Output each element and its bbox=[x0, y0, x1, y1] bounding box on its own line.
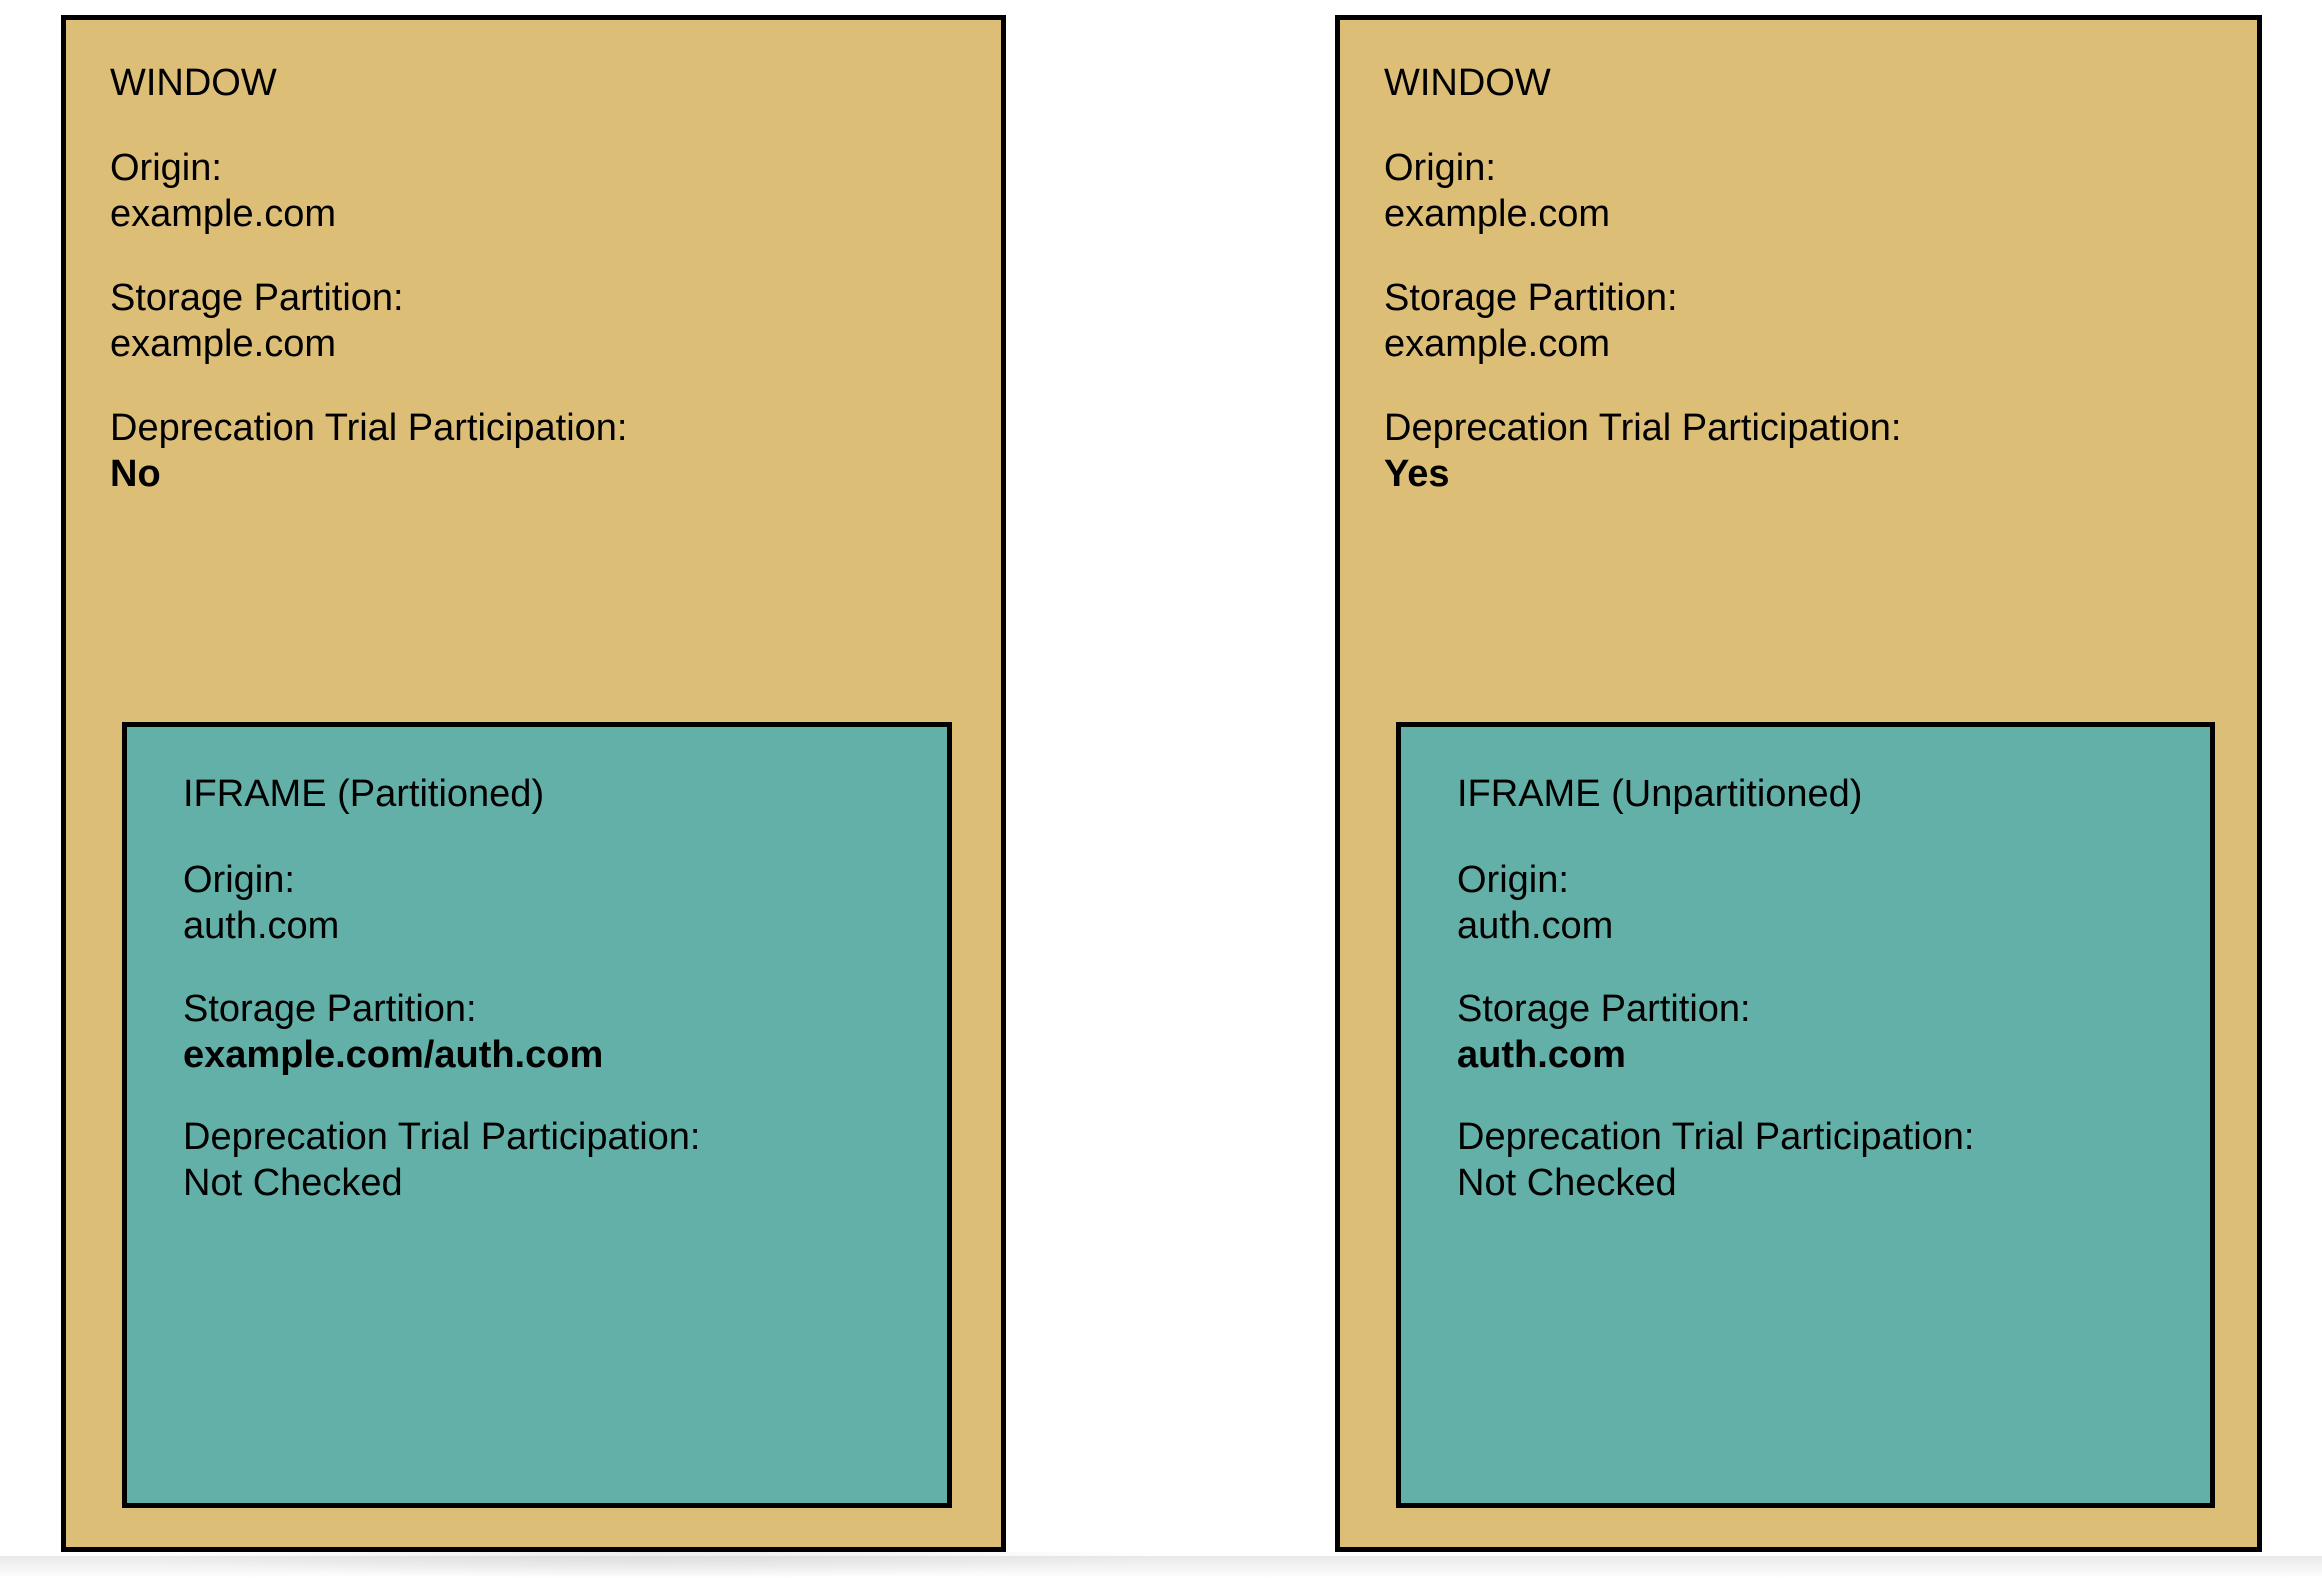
iframe-field-storage-partition-label: Storage Partition: bbox=[183, 988, 477, 1030]
window-title: WINDOW bbox=[1384, 62, 1551, 104]
iframe-field-storage-partition: Storage Partition: example.com/auth.com bbox=[183, 986, 603, 1078]
iframe-title: IFRAME (Unpartitioned) bbox=[1457, 773, 1863, 815]
window-field-deprecation-trial: Deprecation Trial Participation: Yes bbox=[1384, 405, 1901, 497]
iframe-field-origin: Origin: auth.com bbox=[183, 857, 339, 949]
window-field-storage-partition-label: Storage Partition: bbox=[110, 277, 404, 319]
window-field-origin: Origin: example.com bbox=[110, 145, 336, 237]
iframe-field-deprecation-trial-value: Not Checked bbox=[1457, 1162, 1677, 1204]
iframe-box-unpartitioned: IFRAME (Unpartitioned) Origin: auth.com … bbox=[1396, 722, 2215, 1508]
iframe-field-deprecation-trial-value: Not Checked bbox=[183, 1162, 403, 1204]
window-field-storage-partition: Storage Partition: example.com bbox=[1384, 275, 1678, 367]
iframe-field-deprecation-trial: Deprecation Trial Participation: Not Che… bbox=[183, 1114, 700, 1206]
window-box-partitioned: WINDOW Origin: example.com Storage Parti… bbox=[61, 15, 1006, 1552]
iframe-field-origin: Origin: auth.com bbox=[1457, 857, 1613, 949]
window-field-origin-value: example.com bbox=[1384, 193, 1610, 235]
window-field-origin-label: Origin: bbox=[1384, 147, 1496, 189]
window-field-storage-partition-label: Storage Partition: bbox=[1384, 277, 1678, 319]
iframe-field-deprecation-trial: Deprecation Trial Participation: Not Che… bbox=[1457, 1114, 1974, 1206]
window-field-deprecation-trial-label: Deprecation Trial Participation: bbox=[1384, 407, 1902, 449]
window-field-origin-label: Origin: bbox=[110, 147, 222, 189]
iframe-field-storage-partition-value: example.com/auth.com bbox=[183, 1034, 604, 1076]
iframe-field-origin-value: auth.com bbox=[1457, 905, 1614, 947]
iframe-field-origin-label: Origin: bbox=[183, 859, 295, 901]
iframe-field-origin-value: auth.com bbox=[183, 905, 340, 947]
iframe-field-deprecation-trial-label: Deprecation Trial Participation: bbox=[1457, 1116, 1975, 1158]
iframe-field-storage-partition-label: Storage Partition: bbox=[1457, 988, 1751, 1030]
window-field-deprecation-trial-value: No bbox=[110, 453, 161, 495]
window-field-storage-partition: Storage Partition: example.com bbox=[110, 275, 404, 367]
iframe-field-origin-label: Origin: bbox=[1457, 859, 1569, 901]
window-field-storage-partition-value: example.com bbox=[110, 323, 336, 365]
iframe-box-partitioned: IFRAME (Partitioned) Origin: auth.com St… bbox=[122, 722, 952, 1508]
page-bottom-shadow-soft bbox=[150, 1552, 1150, 1578]
iframe-title: IFRAME (Partitioned) bbox=[183, 773, 545, 815]
window-field-origin-value: example.com bbox=[110, 193, 336, 235]
window-field-origin: Origin: example.com bbox=[1384, 145, 1610, 237]
window-field-deprecation-trial-value: Yes bbox=[1384, 453, 1450, 495]
window-field-deprecation-trial: Deprecation Trial Participation: No bbox=[110, 405, 627, 497]
iframe-field-storage-partition: Storage Partition: auth.com bbox=[1457, 986, 1751, 1078]
window-field-storage-partition-value: example.com bbox=[1384, 323, 1610, 365]
window-title: WINDOW bbox=[110, 62, 277, 104]
iframe-field-storage-partition-value: auth.com bbox=[1457, 1034, 1626, 1076]
window-box-unpartitioned: WINDOW Origin: example.com Storage Parti… bbox=[1335, 15, 2262, 1552]
page-bottom-shadow bbox=[0, 1556, 2322, 1578]
window-field-deprecation-trial-label: Deprecation Trial Participation: bbox=[110, 407, 628, 449]
iframe-field-deprecation-trial-label: Deprecation Trial Participation: bbox=[183, 1116, 701, 1158]
